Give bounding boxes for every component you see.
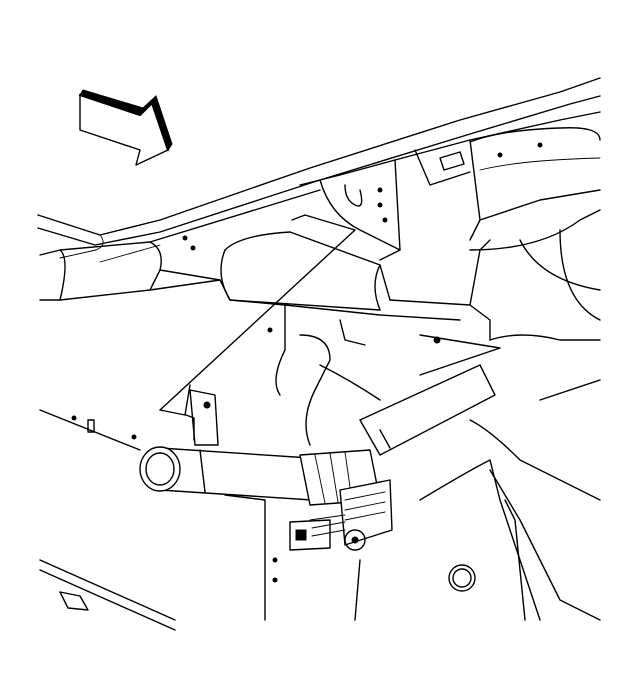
lower-body-panel	[39, 379, 601, 631]
reinforcement-panel	[299, 111, 601, 261]
rivet-icon	[448, 564, 476, 592]
pillar-structure	[159, 209, 601, 446]
tubular-component	[139, 364, 496, 506]
view-direction-arrow-icon	[78, 89, 173, 166]
harness-retainer	[289, 479, 393, 551]
lower-left-tab	[59, 591, 89, 611]
callout-planes	[159, 214, 501, 416]
hole-icon	[71, 142, 543, 583]
tube-bracket	[185, 389, 219, 446]
